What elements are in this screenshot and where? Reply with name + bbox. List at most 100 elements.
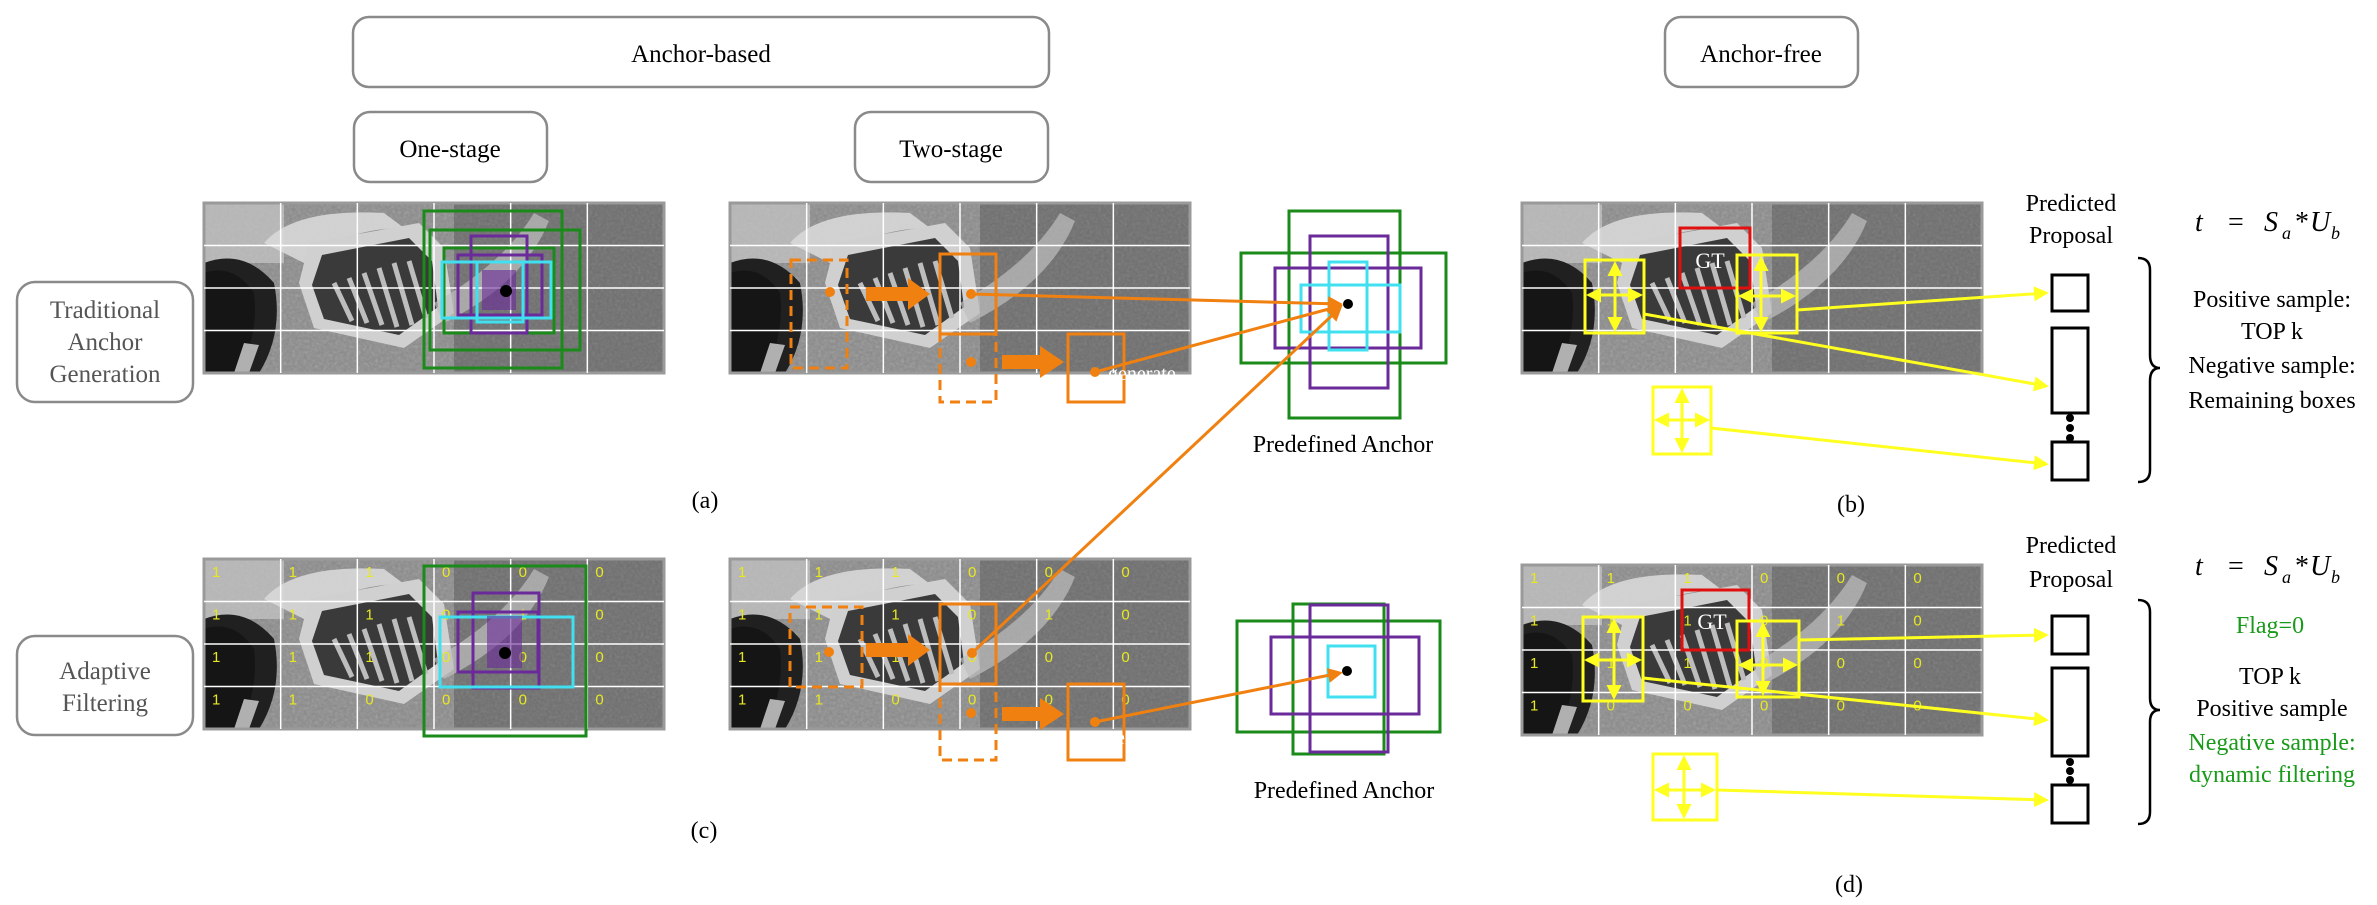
grid-flag: 0 xyxy=(1913,613,1921,630)
grid-a-two-stage xyxy=(728,201,1192,375)
panel-d-sample-notes: Flag=0 TOP k Positive sample Negative sa… xyxy=(2188,613,2355,788)
panel-b-proposal-links xyxy=(1643,286,2049,471)
grid-flag: 0 xyxy=(1683,698,1691,715)
grid-flag: 1 xyxy=(365,564,373,581)
svg-text:a: a xyxy=(2282,223,2291,243)
panel-d-brace xyxy=(2137,598,2161,826)
panel-c-two-stage-sliding xyxy=(788,602,1126,762)
grid-flag: 0 xyxy=(442,649,450,666)
svg-text:Traditional: Traditional xyxy=(50,297,160,324)
grid-flag: 1 xyxy=(815,564,823,581)
orange-connector-arrows xyxy=(970,292,1343,724)
one-stage-header: One-stage xyxy=(352,110,549,184)
svg-text:b: b xyxy=(2331,223,2340,243)
grid-flag: 0 xyxy=(519,692,527,709)
panel-caption-b: (b) xyxy=(1837,492,1865,518)
svg-text:*: * xyxy=(2295,551,2309,582)
grid-flag: 0 xyxy=(968,564,976,581)
grid-flag: 1 xyxy=(365,607,373,624)
two-stage-label: Two-stage xyxy=(899,136,1003,163)
grid-flag: 0 xyxy=(1045,564,1053,581)
grid-a-one-stage xyxy=(202,201,666,375)
grid-flag: 1 xyxy=(1530,613,1538,630)
grid-flag: 1 xyxy=(1683,655,1691,672)
anchor-free-label: Anchor-free xyxy=(1700,41,1822,68)
grid-flag: 0 xyxy=(442,564,450,581)
panel-d-ellipsis-dots xyxy=(2066,758,2074,784)
gt-label-b: GT xyxy=(1695,248,1725,273)
svg-text:Flag=0: Flag=0 xyxy=(2236,613,2304,639)
grid-flag: 0 xyxy=(1837,570,1845,587)
panel-d-proposal-links xyxy=(1642,627,2049,808)
grid-flag: 0 xyxy=(1760,570,1768,587)
grid-flag: 0 xyxy=(1121,607,1129,624)
predefined-anchor-label-a-1: Predefined xyxy=(547,399,638,423)
grid-flag: 1 xyxy=(212,692,220,709)
svg-text:Remaining boxes: Remaining boxes xyxy=(2188,388,2355,414)
grid-flag: 1 xyxy=(1607,655,1615,672)
panel-a-two-stage-sliding xyxy=(789,252,1126,404)
grid-flag: 0 xyxy=(1121,564,1129,581)
grid-flag: 0 xyxy=(1913,655,1921,672)
grid-flag: 0 xyxy=(1607,698,1615,715)
predefined-anchor-cluster-top xyxy=(1239,209,1448,420)
svg-text:Filtering: Filtering xyxy=(62,690,149,717)
grid-flag: 1 xyxy=(1607,570,1615,587)
svg-text:Adaptive: Adaptive xyxy=(59,658,151,685)
predefined-anchor-caption-bottom: Predefined Anchor xyxy=(1254,778,1435,804)
gt-label-d: GT xyxy=(1697,609,1727,634)
grid-flag: 1 xyxy=(1530,570,1538,587)
grid-flag: 0 xyxy=(1837,698,1845,715)
grid-flag: 1 xyxy=(289,607,297,624)
grid-flag: 0 xyxy=(1913,570,1921,587)
predefined-anchor-label-a-2: anchor xyxy=(569,425,626,449)
one-stage-label: One-stage xyxy=(399,136,500,163)
svg-text:U: U xyxy=(2310,551,2332,582)
panel-b-ellipsis-dots xyxy=(2066,414,2074,442)
traditional-anchor-generation-label: Traditional Anchor Generation xyxy=(15,280,195,404)
grid-flag: 1 xyxy=(289,564,297,581)
two-stage-header: Two-stage xyxy=(853,110,1050,184)
adaptive-filtering-label: Adaptive Filtering xyxy=(15,634,195,737)
grid-flag: 0 xyxy=(1045,649,1053,666)
grid-flag: 0 xyxy=(595,607,603,624)
grid-flag: 1 xyxy=(738,607,746,624)
grid-flag: 1 xyxy=(1683,613,1691,630)
svg-text:U: U xyxy=(2310,207,2332,238)
svg-text:Negative sample:: Negative sample: xyxy=(2188,353,2355,379)
svg-text:dynamic filtering: dynamic filtering xyxy=(2189,762,2355,788)
svg-text:a: a xyxy=(2282,567,2291,587)
grid-flag: 1 xyxy=(891,564,899,581)
predicted-proposal-header-b-2: Proposal xyxy=(2029,223,2113,249)
grid-flag: 1 xyxy=(1045,607,1053,624)
predefined-anchor-label-c-1: Predefined xyxy=(556,756,647,780)
grid-flag: 0 xyxy=(1760,698,1768,715)
grid-flag: 1 xyxy=(212,607,220,624)
panel-caption-a: (a) xyxy=(692,488,719,514)
grid-flag: 1 xyxy=(212,564,220,581)
grid-flag: 0 xyxy=(519,564,527,581)
svg-text:b: b xyxy=(2331,567,2340,587)
grid-flag: 0 xyxy=(442,607,450,624)
panel-d-regression-arrows xyxy=(1584,618,1798,819)
panel-caption-c: (c) xyxy=(691,818,718,844)
grid-flag: 1 xyxy=(365,649,373,666)
grid-flag: 1 xyxy=(891,607,899,624)
predefined-anchor-label-c-2: anchor xyxy=(567,781,624,805)
grid-flag: 1 xyxy=(738,692,746,709)
grid-flag: 0 xyxy=(595,564,603,581)
grid-c-two-stage xyxy=(728,557,1192,731)
grid-flag: 0 xyxy=(968,607,976,624)
grid-flag: 1 xyxy=(738,564,746,581)
grid-flag: 1 xyxy=(815,649,823,666)
formula-d: t = S a * U b xyxy=(2195,551,2340,587)
predicted-proposal-header-d-2: Proposal xyxy=(2029,567,2113,593)
predicted-proposal-header-d-1: Predicted xyxy=(2026,533,2117,559)
grid-flag: 1 xyxy=(1530,655,1538,672)
predicted-proposal-header-b-1: Predicted xyxy=(2026,191,2117,217)
svg-text:Positive sample: Positive sample xyxy=(2196,696,2347,722)
panel-d-proposal-boxes xyxy=(2050,614,2090,825)
grid-flag: 0 xyxy=(968,692,976,709)
